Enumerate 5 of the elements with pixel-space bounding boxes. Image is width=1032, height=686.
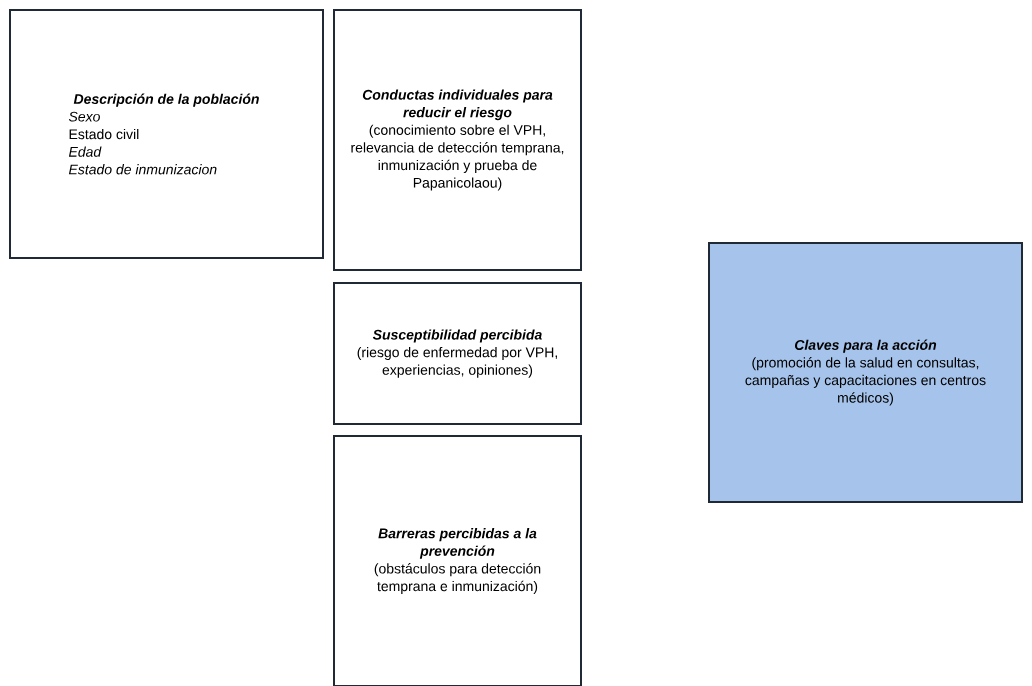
text-box: Claves para la acción (promoción de la salud en consultas, campañas y capacitaciones en centros médicos)	[708, 242, 1023, 503]
text-box: Barreras percibidas a la prevención (obstáculos para detección temprana e inmunización)	[333, 435, 582, 686]
text-box: Descripción de la población Sexo Estado civil Edad Estado de inmunizacion	[9, 9, 324, 259]
text-box: Conductas individuales para reducir el riesgo (conocimiento sobre el VPH, relevancia de detección temprana, inmunización y prueba de Papanicolaou)	[333, 9, 582, 271]
text-box: Susceptibilidad percibida (riesgo de enfermedad por VPH, experiencias, opiniones)	[333, 282, 582, 425]
